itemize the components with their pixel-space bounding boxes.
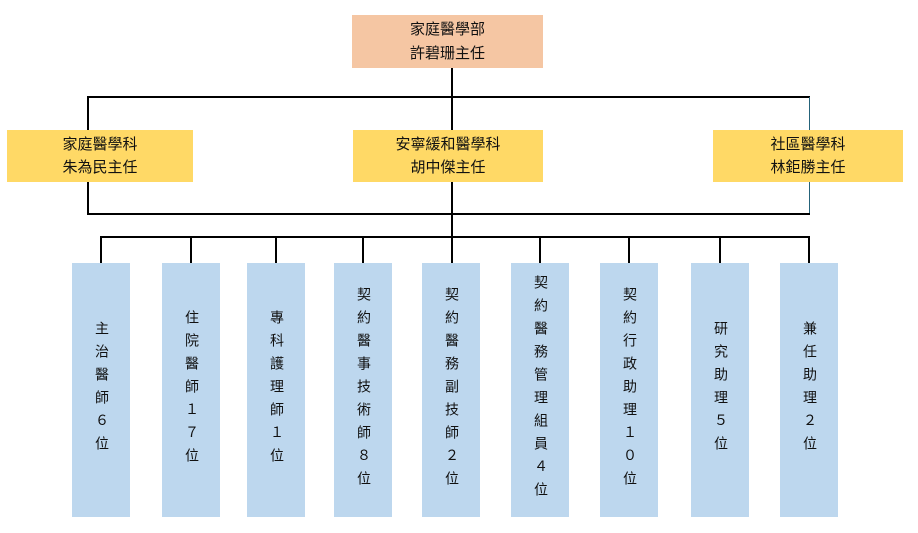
staff-label: 主治醫師６位 (93, 321, 109, 459)
staff-label: 住院醫師１７位 (183, 309, 199, 471)
staff-label: 契約醫務副技師２位 (443, 286, 459, 494)
org-box-staff-contract-medical-technologists: 契約醫事技術師８位 (334, 263, 392, 517)
connector-staff-drop-1 (100, 237, 102, 263)
connector-root-drop (451, 67, 453, 97)
connector-staff-drop-8 (719, 237, 721, 263)
staff-label: 契約行政助理１０位 (621, 286, 637, 494)
connector-staff-drop-6 (539, 237, 541, 263)
connector-dept3-bottom (809, 182, 810, 214)
connector-staff-drop-9 (808, 237, 810, 263)
org-box-dept-family-medicine: 家庭醫學科朱為民主任 (7, 130, 193, 182)
staff-label: 專科護理師１位 (268, 309, 284, 471)
org-box-dept-community-medicine: 社區醫學科林鉅勝主任 (713, 130, 903, 182)
connector-dept2-bottom (451, 182, 453, 214)
connector-staff-drop-5 (451, 237, 453, 263)
org-box-dept-label: 社區醫學科林鉅勝主任 (770, 134, 846, 176)
connector-mid-hbar (87, 213, 810, 215)
staff-label: 兼任助理２位 (801, 321, 817, 459)
connector-staff-drop-3 (275, 237, 277, 263)
connector-dept1-bottom (87, 182, 89, 214)
org-box-staff-part-time-assistants: 兼任助理２位 (780, 263, 838, 517)
org-box-root: 家庭醫學部許碧珊主任 (352, 15, 543, 68)
connector-staff-drop-7 (628, 237, 630, 263)
staff-label: 契約醫務管理組員４位 (532, 275, 548, 505)
org-box-dept-label: 安寧緩和醫學科胡中傑主任 (395, 134, 501, 176)
connector-dept1-top (87, 97, 89, 130)
org-box-dept-label: 家庭醫學科朱為民主任 (62, 134, 138, 176)
connector-level2-hbar (87, 96, 810, 98)
connector-staff-drop-2 (190, 237, 192, 263)
org-box-staff-research-assistants: 研究助理５位 (691, 263, 749, 517)
org-box-staff-nurse-practitioner: 專科護理師１位 (247, 263, 305, 517)
org-box-staff-contract-administrative-assistants: 契約行政助理１０位 (600, 263, 658, 517)
org-box-staff-resident-physicians: 住院醫師１７位 (162, 263, 220, 517)
org-box-root-label: 家庭醫學部許碧珊主任 (409, 20, 485, 62)
connector-staff-drop-4 (362, 237, 364, 263)
org-box-staff-contract-admin-group-members: 契約醫務管理組員４位 (511, 263, 569, 517)
org-box-dept-hospice-palliative: 安寧緩和醫學科胡中傑主任 (353, 130, 543, 182)
staff-label: 契約醫事技術師８位 (355, 286, 371, 494)
connector-staff-hbar (100, 236, 810, 238)
connector-dept3-top (809, 97, 810, 130)
staff-label: 研究助理５位 (712, 321, 728, 459)
connector-dept2-top (451, 97, 453, 130)
connector-mid-drop (451, 214, 453, 237)
org-box-staff-contract-assistant-technicians: 契約醫務副技師２位 (422, 263, 480, 517)
org-box-staff-attending-physicians: 主治醫師６位 (72, 263, 130, 517)
